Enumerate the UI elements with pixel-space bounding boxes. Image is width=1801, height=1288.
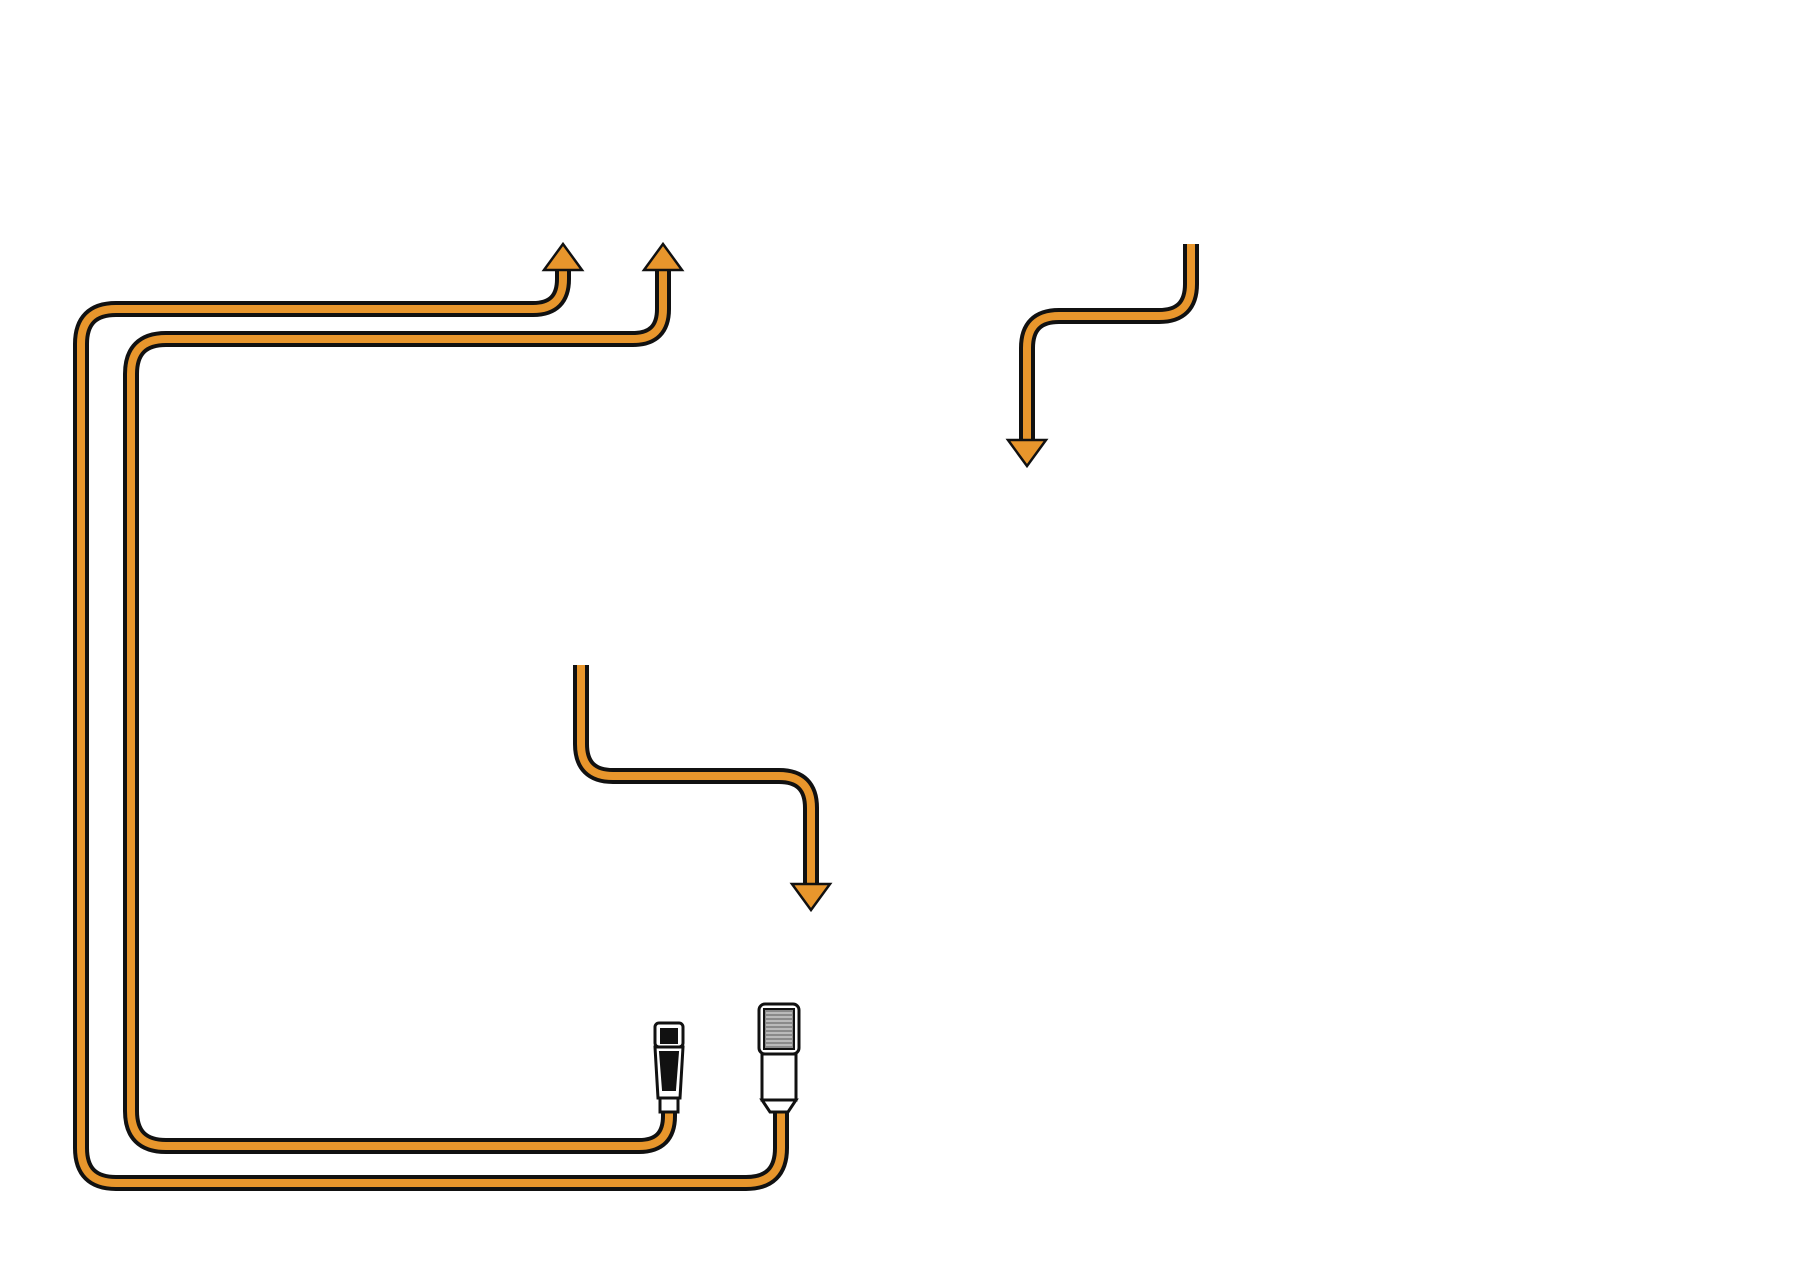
arrow-up-icon	[541, 241, 585, 272]
outer-cable	[73, 241, 789, 1191]
middle-cable-segment	[573, 665, 833, 913]
xlr-female-connector-icon	[653, 1021, 685, 1114]
arrow-up-icon	[641, 241, 685, 272]
arrow-down-icon	[789, 882, 833, 913]
inner-cable	[123, 241, 685, 1154]
connector-grill	[766, 1012, 792, 1046]
xlr-male-connector-icon	[757, 1002, 801, 1114]
arrow-down-icon	[1005, 438, 1049, 469]
upper-right-cable-segment	[1005, 244, 1199, 469]
